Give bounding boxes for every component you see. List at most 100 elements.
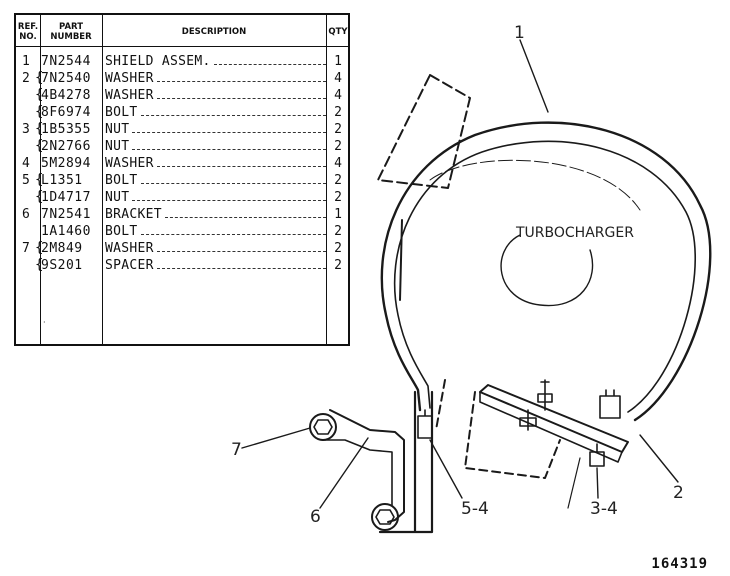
- leader-6: [319, 437, 369, 509]
- part-number: L1351: [41, 173, 83, 188]
- quantity: 2: [334, 173, 342, 188]
- nut-bracket: [375, 509, 395, 525]
- quantity: 4: [334, 71, 342, 86]
- dot-leader: [157, 251, 326, 252]
- group-brace: {: [35, 189, 44, 205]
- dot-leader: [214, 64, 326, 65]
- dot-leader: [132, 132, 326, 133]
- description: NUT: [105, 190, 130, 205]
- description: NUT: [105, 139, 130, 154]
- description: BOLT: [105, 224, 138, 239]
- dot-leader: [165, 217, 326, 218]
- table-row: 1 7N2544 SHIELD ASSEM. 1: [16, 53, 348, 70]
- part-number: 1B5355: [41, 122, 91, 137]
- part-number: 1D4717: [41, 190, 91, 205]
- description: SHIELD ASSEM.: [105, 54, 211, 69]
- stud-nut-lower: [589, 443, 605, 467]
- heat-shield-inner-edge: [393, 140, 697, 413]
- table-row: 5 {L1351 BOLT 2: [16, 172, 348, 189]
- part-number: 2M849: [41, 241, 83, 256]
- dot-leader: [141, 183, 326, 184]
- callout-3-4: 3-4: [590, 499, 618, 519]
- ref-number: 5: [22, 173, 30, 188]
- description: WASHER: [105, 241, 154, 256]
- part-number: 9S201: [41, 258, 83, 273]
- header-ref-line2: NO.: [19, 32, 37, 42]
- description: BRACKET: [105, 207, 162, 222]
- description: WASHER: [105, 88, 154, 103]
- column-divider: [40, 15, 41, 344]
- leader-5-4: [429, 439, 463, 499]
- heat-shield: [380, 121, 712, 422]
- housing-edge: [435, 379, 446, 431]
- quantity: 2: [334, 241, 342, 256]
- header-divider: [16, 46, 348, 47]
- shield-tab: [399, 219, 403, 301]
- description: BOLT: [105, 105, 138, 120]
- dot-leader: [157, 268, 326, 269]
- callout-1: 1: [514, 23, 525, 43]
- leader-3-4-b: [567, 457, 581, 509]
- callout-2: 2: [673, 483, 684, 503]
- part-number: 4B4278: [41, 88, 91, 103]
- flange-bolt: [537, 379, 553, 411]
- dot-leader: [132, 200, 326, 201]
- group-brace: {: [35, 87, 44, 103]
- header-ref-line1: REF.: [17, 22, 39, 32]
- header-part-line1: PART: [59, 22, 83, 32]
- dot-leader: [141, 115, 326, 116]
- quantity: 2: [334, 224, 342, 239]
- ref-number: 1: [22, 54, 30, 69]
- header-part-number: PART NUMBER: [40, 22, 102, 42]
- leader-7: [241, 427, 311, 449]
- group-brace: {: [35, 172, 44, 188]
- group-brace: {: [35, 240, 44, 256]
- group-brace: {: [35, 138, 44, 154]
- exhaust-elbow: [377, 74, 471, 189]
- ref-number: 4: [22, 156, 30, 171]
- quantity: 2: [334, 258, 342, 273]
- column-divider: [102, 15, 103, 344]
- part-number: 2N2766: [41, 139, 91, 154]
- dot-leader: [132, 149, 326, 150]
- quantity: 4: [334, 156, 342, 171]
- ref-number: 7: [22, 241, 30, 256]
- nut-7: [313, 419, 333, 435]
- mounting-flange: [479, 384, 629, 453]
- column-divider: [326, 15, 327, 344]
- part-number: 8F6974: [41, 105, 91, 120]
- quantity: 1: [334, 54, 342, 69]
- quantity: 1: [334, 207, 342, 222]
- table-row: 1A1460 BOLT 2: [16, 223, 348, 240]
- turbine-housing: [464, 391, 561, 479]
- description: SPACER: [105, 258, 154, 273]
- leader-3-4: [596, 467, 599, 499]
- dot-leader: [141, 234, 326, 235]
- group-brace: {: [35, 70, 44, 86]
- drawing-number: 164319: [651, 556, 708, 572]
- description: WASHER: [105, 156, 154, 171]
- turbo-outline: [429, 159, 641, 211]
- header-part-line2: NUMBER: [50, 32, 92, 42]
- washer-bracket: [371, 503, 399, 531]
- table-row: {9S201 SPACER 2: [16, 257, 348, 274]
- ref-number: 2: [22, 71, 30, 86]
- quantity: 2: [334, 105, 342, 120]
- callout-7: 7: [231, 440, 242, 460]
- ref-number: 6: [22, 207, 30, 222]
- part-number: 1A1460: [41, 224, 91, 239]
- group-brace: {: [35, 257, 44, 273]
- leader-1: [519, 39, 549, 113]
- header-ref: REF. NO.: [16, 22, 40, 42]
- part-number: 7N2544: [41, 54, 91, 69]
- description: BOLT: [105, 173, 138, 188]
- flange-bolt: [519, 409, 537, 431]
- header-qty: QTY: [328, 27, 348, 37]
